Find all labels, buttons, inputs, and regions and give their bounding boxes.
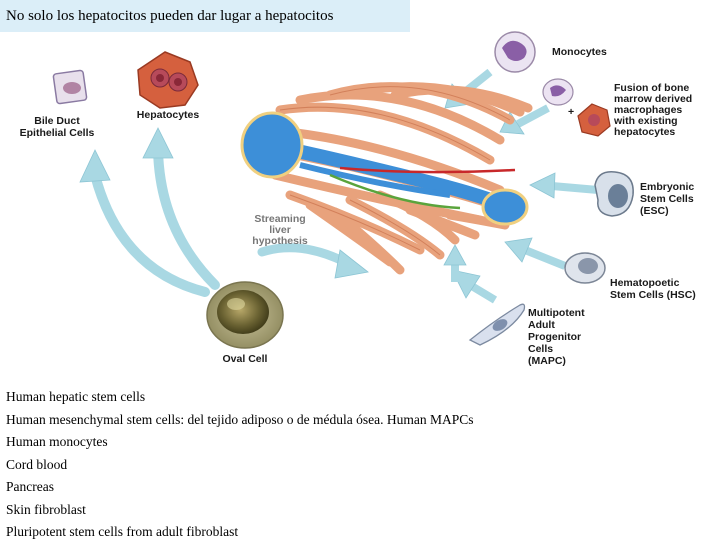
fusion-line-2: marrow derived [614,93,692,105]
liver-regeneration-diagram: Bile Duct Epithelial Cells Hepatocytes M… [20,31,696,367]
monocyte-cell-icon [494,31,536,73]
stem-cell-sources-list: Human hepatic stem cells Human mesenchym… [6,386,474,544]
hepatocytes-label: Hepatocytes [137,109,200,121]
fusion-line-5: hepatocytes [614,126,675,138]
mapc-line-3: Progenitor [528,331,581,343]
hsc-line-1: Hematopoetic [610,277,680,289]
hsc-line-2: Stem Cells (HSC) [610,289,696,301]
streaming-line-1: Streaming [254,213,305,225]
esc-cell-icon [594,171,634,217]
fusion-macrophage-icon [542,78,574,106]
slide-title: No solo los hepatocitos pueden dar lugar… [0,0,410,32]
arrow-to-bile-duct [79,149,210,297]
list-item: Cord blood [6,456,68,472]
arrow-mapc-to-liver [443,244,467,282]
bile-duct-label-1: Bile Duct [34,115,80,127]
list-item: Pancreas [6,479,54,494]
arrow-oval-to-liver [257,243,369,279]
mapc-line-4: Cells [528,343,553,355]
plus-sign: + [568,106,574,118]
esc-line-2: Stem Cells [640,193,694,205]
fusion-line-4: with existing [613,115,678,127]
streaming-line-2: liver [269,224,291,236]
arrow-from-esc [529,172,599,199]
list-item: Human mesenchymal stem cells: del tejido… [6,411,474,427]
fusion-line-3: macrophages [614,104,682,116]
bile-duct-label-2: Epithelial Cells [20,127,95,139]
esc-line-1: Embryonic [640,181,694,193]
liver-lobule [240,82,533,275]
list-item: Human monocytes [6,434,108,449]
mapc-cell-icon [468,303,526,346]
arrow-to-hepatocytes [142,127,220,290]
bile-duct-cell-icon [52,69,88,105]
fusion-label: Fusion of bone marrow derived macrophage… [613,82,692,138]
esc-line-3: (ESC) [640,205,669,217]
mapc-line-1: Multipotent [528,307,585,319]
arrow-from-hsc [504,237,567,270]
list-item: Pluripotent stem cells from adult fibrob… [6,524,239,539]
mapc-line-2: Adult [528,319,555,331]
oval-cell-label: Oval Cell [223,353,268,365]
hsc-cell-icon [564,252,606,284]
mapc-line-5: (MAPC) [528,355,566,367]
oval-cell-icon [206,281,284,349]
streaming-line-3: hypothesis [252,235,308,247]
list-item: Human hepatic stem cells [6,389,146,404]
list-item: Skin fibroblast [6,501,86,517]
fusion-line-1: Fusion of bone [614,82,689,94]
monocytes-label: Monocytes [552,46,607,58]
hepatocyte-cell-icon [137,51,199,109]
fusion-hepatocyte-icon [577,103,611,137]
